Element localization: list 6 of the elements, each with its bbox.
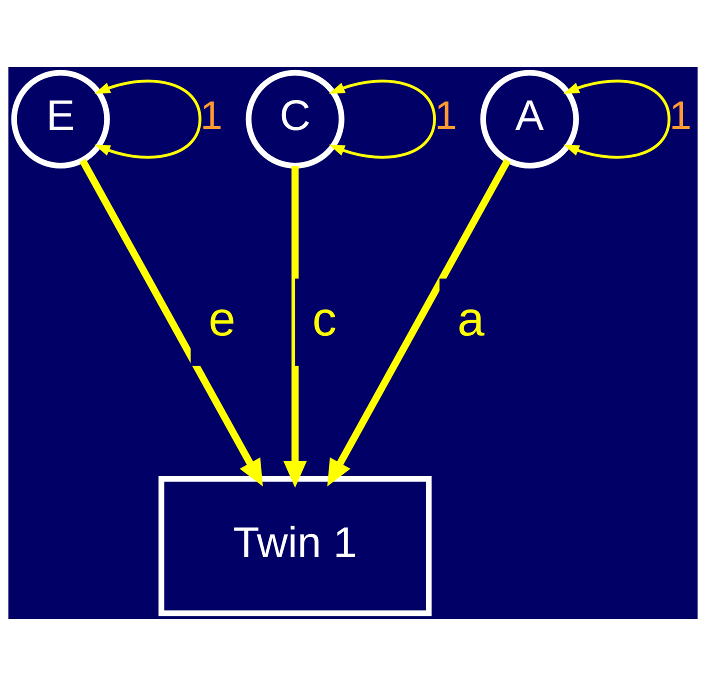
edge-label: a bbox=[457, 292, 484, 346]
edge-label: 1 bbox=[200, 94, 223, 138]
edge-label: 1 bbox=[669, 94, 692, 138]
edge-label: c bbox=[312, 292, 337, 346]
edge-label: 1 bbox=[434, 94, 458, 138]
edge-label: e bbox=[208, 292, 236, 346]
